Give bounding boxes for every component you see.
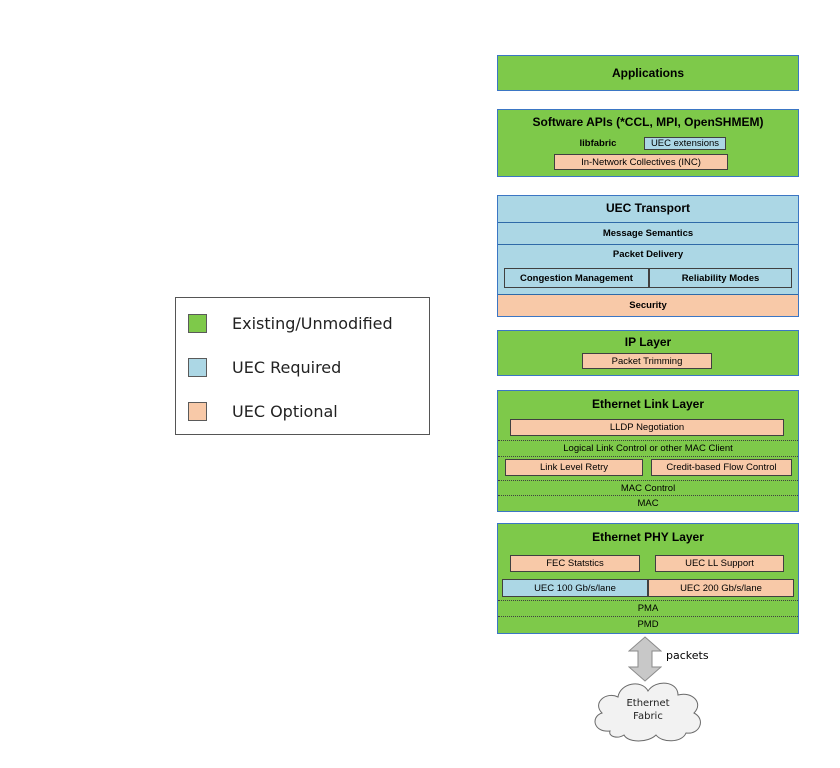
uec-100g-lane-box: UEC 100 Gb/s/lane: [502, 579, 648, 597]
lldp-negotiation-box: LLDP Negotiation: [510, 419, 784, 436]
legend-swatch-optional: [188, 402, 207, 421]
applications-block: Applications: [497, 55, 799, 91]
ethernet-phy-layer-block: Ethernet PHY Layer FEC Statstics UEC LL …: [497, 523, 799, 634]
link-divider-1: [498, 440, 798, 441]
legend: Existing/Unmodified UEC Required UEC Opt…: [175, 297, 430, 435]
legend-swatch-existing: [188, 314, 207, 333]
pma-label: PMA: [637, 602, 659, 614]
ethernet-fabric-cloud-icon: [594, 682, 701, 742]
ip-layer-block: IP Layer Packet Trimming: [497, 330, 799, 376]
uec-transport-title: UEC Transport: [605, 201, 690, 215]
congestion-management-box: Congestion Management: [504, 268, 649, 288]
software-apis-title: Software APIs (*CCL, MPI, OpenSHMEM): [532, 115, 764, 129]
legend-label-existing: Existing/Unmodified: [232, 314, 393, 333]
cloud-label-line1: Ethernet: [626, 698, 670, 709]
uec-transport-block: UEC Transport Message Semantics Packet D…: [497, 195, 799, 317]
uec-extensions-box: UEC extensions: [644, 137, 726, 150]
link-level-retry-box: Link Level Retry: [505, 459, 643, 476]
llc-label: Logical Link Control or other MAC Client: [563, 443, 733, 454]
ip-layer-title: IP Layer: [624, 335, 672, 349]
legend-label-required: UEC Required: [232, 358, 342, 377]
uec-ll-support-box: UEC LL Support: [655, 555, 784, 572]
packets-label: packets: [666, 649, 709, 662]
uec-200g-lane-box: UEC 200 Gb/s/lane: [648, 579, 794, 597]
phy-divider-2: [498, 616, 798, 617]
security-band: Security: [498, 294, 798, 316]
link-divider-3: [498, 480, 798, 481]
applications-title: Applications: [611, 66, 684, 80]
ethernet-link-layer-title: Ethernet Link Layer: [591, 397, 705, 411]
legend-swatch-required: [188, 358, 207, 377]
reliability-modes-box: Reliability Modes: [649, 268, 792, 288]
packet-trimming-box: Packet Trimming: [582, 353, 712, 369]
fec-statistics-box: FEC Statstics: [510, 555, 640, 572]
mac-control-label: MAC Control: [620, 482, 676, 494]
link-divider-2: [498, 456, 798, 457]
bidirectional-arrow-icon: [628, 636, 662, 682]
ethernet-link-layer-block: Ethernet Link Layer LLDP Negotiation Log…: [497, 390, 799, 512]
inc-box: In-Network Collectives (INC): [554, 154, 728, 170]
ethernet-phy-layer-title: Ethernet PHY Layer: [592, 530, 704, 544]
link-divider-4: [498, 495, 798, 496]
libfabric-label: libfabric: [579, 137, 617, 149]
message-semantics-label: Message Semantics: [602, 227, 694, 239]
software-apis-block: Software APIs (*CCL, MPI, OpenSHMEM) lib…: [497, 109, 799, 177]
phy-divider-1: [498, 600, 798, 601]
credit-flow-control-box: Credit-based Flow Control: [651, 459, 792, 476]
cloud-label-line2: Fabric: [633, 711, 663, 722]
transport-divider-2: [498, 244, 798, 245]
legend-label-optional: UEC Optional: [232, 402, 338, 421]
mac-label: MAC: [637, 497, 659, 509]
transport-divider-1: [498, 222, 798, 223]
pmd-label: PMD: [637, 619, 659, 630]
packet-delivery-label: Packet Delivery: [612, 249, 684, 260]
